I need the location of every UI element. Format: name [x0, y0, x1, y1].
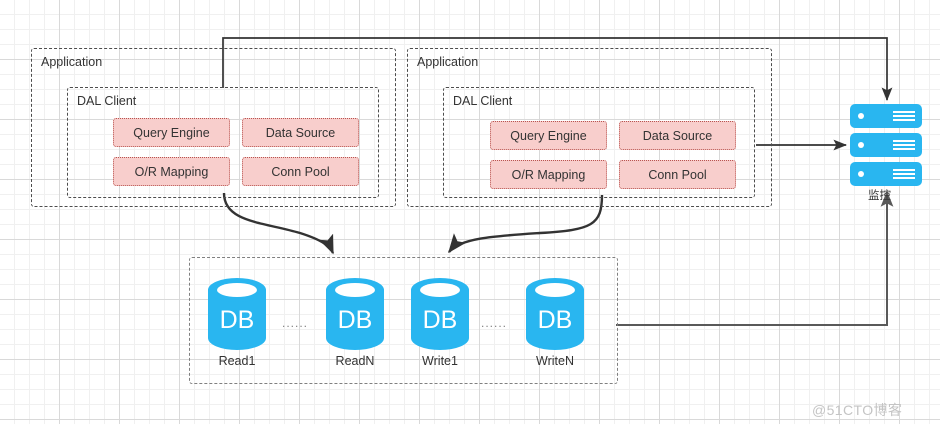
application-title-2: Application — [417, 55, 479, 69]
server-status-dot — [858, 142, 864, 148]
component-data-source-1[interactable]: Data Source — [242, 118, 359, 147]
server-bar-2[interactable] — [850, 133, 922, 157]
database-node-writen[interactable]: DB WriteN — [526, 278, 584, 368]
svg-text:DB: DB — [220, 306, 255, 334]
server-bar-1[interactable] — [850, 104, 922, 128]
component-data-source-2[interactable]: Data Source — [619, 121, 736, 150]
component-or-mapping-2[interactable]: O/R Mapping — [490, 160, 607, 189]
application-box-1: Application — [31, 48, 396, 207]
component-query-engine-1[interactable]: Query Engine — [113, 118, 230, 147]
database-ellipsis-write: ...... — [481, 316, 508, 330]
server-bar-3[interactable] — [850, 162, 922, 186]
database-label-write1: Write1 — [422, 354, 458, 368]
monitoring-edge-label: 监控 — [868, 190, 891, 202]
svg-text:DB: DB — [423, 306, 458, 334]
database-label-readn: ReadN — [335, 354, 375, 368]
application-title-1: Application — [41, 55, 103, 69]
server-vent-lines — [893, 169, 915, 179]
dal-client-box-1: DAL Client — [67, 87, 379, 198]
component-query-engine-2[interactable]: Query Engine — [490, 121, 607, 150]
edge-databases-to-server — [616, 190, 894, 326]
svg-text:DB: DB — [538, 306, 573, 334]
database-group-box — [189, 257, 618, 384]
database-label-read1: Read1 — [218, 354, 256, 368]
database-cylinder-icon: DB — [411, 278, 469, 350]
server-rack-icon[interactable] — [850, 104, 922, 186]
database-cylinder-icon: DB — [526, 278, 584, 350]
watermark: @51CTO博客 — [812, 402, 903, 418]
dal-client-title-1: DAL Client — [77, 94, 137, 108]
database-node-readn[interactable]: DB ReadN — [326, 278, 384, 368]
dal-client-title-2: DAL Client — [453, 94, 513, 108]
server-status-dot — [858, 171, 864, 177]
component-conn-pool-2[interactable]: Conn Pool — [619, 160, 736, 189]
dal-client-box-2: DAL Client — [443, 87, 755, 198]
svg-text:DB: DB — [338, 306, 373, 334]
server-vent-lines — [893, 140, 915, 150]
database-label-writen: WriteN — [536, 354, 574, 368]
component-or-mapping-1[interactable]: O/R Mapping — [113, 157, 230, 186]
database-node-write1[interactable]: DB Write1 — [411, 278, 469, 368]
application-box-2: Application — [407, 48, 772, 207]
database-node-read1[interactable]: DB Read1 — [208, 278, 266, 368]
database-ellipsis-read: ...... — [282, 316, 309, 330]
database-cylinder-icon: DB — [208, 278, 266, 350]
server-vent-lines — [893, 111, 915, 121]
component-conn-pool-1[interactable]: Conn Pool — [242, 157, 359, 186]
database-cylinder-icon: DB — [326, 278, 384, 350]
server-status-dot — [858, 113, 864, 119]
